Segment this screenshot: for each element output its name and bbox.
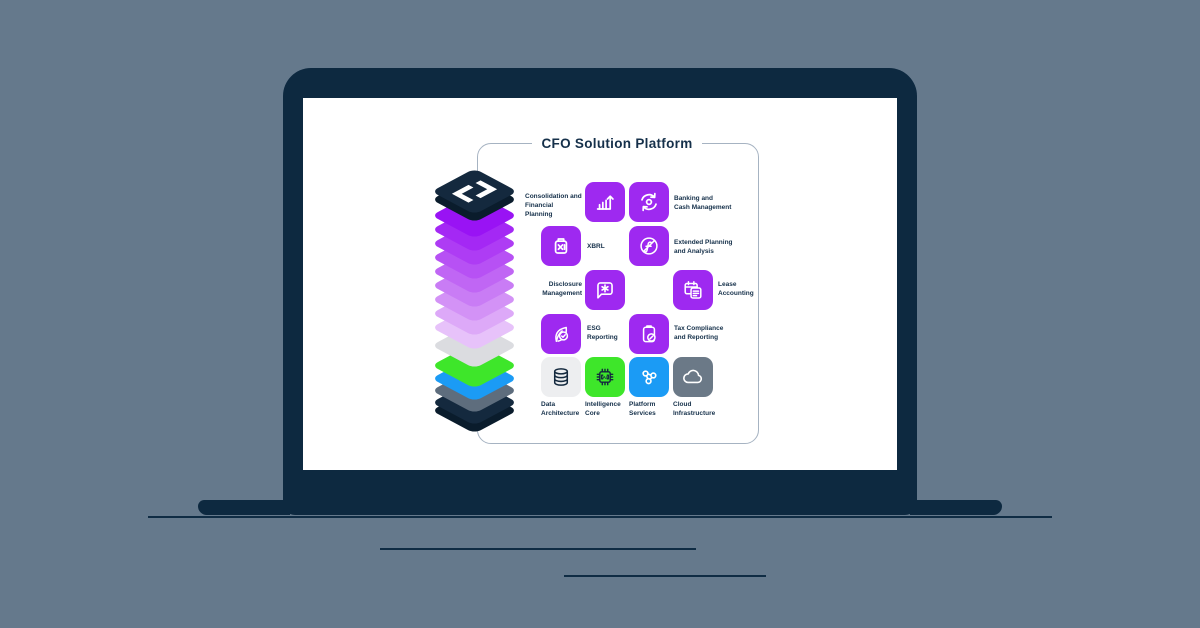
module-tile-esg: [541, 314, 581, 354]
module-tile-banking: [629, 182, 669, 222]
page-title: CFO Solution Platform: [532, 135, 702, 152]
annotation-star-icon: [597, 282, 613, 299]
module-tile-consolidation: [585, 182, 625, 222]
module-label-esg: ESG Reporting: [587, 325, 618, 341]
module-tile-xbrl: [541, 226, 581, 266]
foundation-label-platform-services: Platform Services: [629, 401, 656, 417]
network-nodes-icon: [642, 370, 657, 385]
foundation-tile-platform-services: [629, 357, 669, 397]
module-tile-lease: [673, 270, 713, 310]
foundation-tile-cloud-infrastructure: [673, 357, 713, 397]
cash-cycle-icon: [641, 192, 657, 212]
module-label-tax: Tax Compliance and Reporting: [674, 325, 724, 341]
calendar-ledger-icon: [684, 281, 702, 299]
bar-chart-growth-icon: [596, 195, 614, 210]
tax-clipboard-icon: [642, 325, 656, 343]
laptop-base-right: [910, 500, 1002, 515]
accent-line-1: [380, 548, 696, 550]
accent-line-2: [564, 575, 766, 577]
laptop-base-left: [198, 500, 290, 515]
xbrl-document-icon: [554, 238, 568, 254]
module-tile-disclosure: [585, 270, 625, 310]
module-label-consolidation: Consolidation and Financial Planning: [525, 193, 582, 218]
module-label-epm: Extended Planning and Analysis: [674, 239, 733, 255]
ai-chip-icon: AI: [596, 368, 614, 386]
foundation-label-cloud-infrastructure: Cloud Infrastructure: [673, 401, 716, 417]
function-circle-icon: [640, 237, 658, 255]
module-label-xbrl: XBRL: [587, 243, 605, 250]
cloud-icon: [683, 369, 703, 384]
foundation-tile-data-architecture: [541, 357, 581, 397]
module-label-lease: Lease Accounting: [718, 281, 754, 297]
module-label-banking: Banking and Cash Management: [674, 195, 732, 211]
brand-logo-icon: [431, 169, 517, 215]
svg-text:AI: AI: [603, 375, 609, 381]
module-tile-tax: [629, 314, 669, 354]
module-tile-epm: [629, 226, 669, 266]
module-label-disclosure: Disclosure Management: [542, 281, 582, 297]
foundation-label-intelligence-core: Intelligence Core: [585, 401, 621, 417]
panel-title-row: CFO Solution Platform: [477, 135, 757, 152]
foundation-tile-intelligence-core: AI: [585, 357, 625, 397]
database-icon: [553, 368, 569, 386]
desk-line: [148, 516, 1052, 518]
leaf-check-icon: [555, 326, 569, 342]
foundation-label-data-architecture: Data Architecture: [541, 401, 580, 417]
